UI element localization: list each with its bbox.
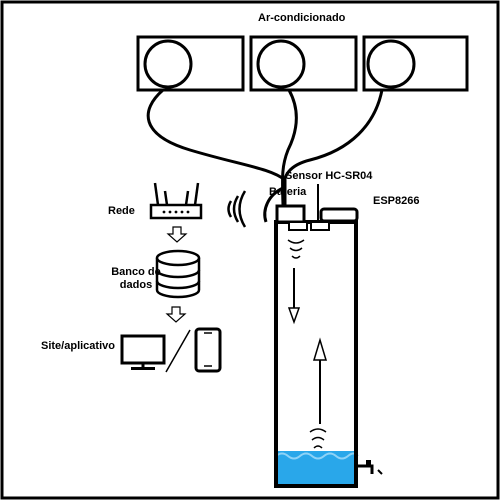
ac-title: Ar-condicionado: [258, 12, 346, 24]
router-label: Rede: [108, 205, 135, 217]
sensor-transducer-right: [310, 221, 330, 231]
pipe-right: [281, 89, 384, 191]
ac-unit-right: [362, 35, 469, 92]
arrow-down-signal: [287, 268, 301, 325]
ac-unit-left: [136, 35, 245, 92]
ultrasonic-waves: [287, 239, 327, 449]
smartphone-icon: [194, 327, 222, 373]
battery-icon: [275, 204, 306, 224]
database-label: Banco de dados: [110, 266, 162, 292]
database-icon: [155, 249, 201, 299]
sensor-label: Sensor HC-SR04: [285, 170, 373, 182]
arrow-down-icon: [166, 226, 188, 243]
database-label-line2: dados: [119, 279, 153, 291]
app-label: Site/aplicativo: [41, 340, 115, 352]
sensor-module: [275, 184, 359, 231]
wifi-signal-icon: [227, 190, 247, 228]
drain-pipes: [146, 88, 384, 223]
router-icon: [149, 182, 203, 220]
water-waves: [275, 452, 359, 460]
arrow-down-icon: [165, 306, 187, 323]
separator-slash: [165, 329, 191, 373]
esp8266-board: [319, 207, 359, 223]
database-label-line1: Banco de: [111, 266, 161, 278]
pipe-left: [146, 88, 287, 205]
battery-label: Bateria: [269, 186, 307, 198]
pipe-branch: [263, 186, 284, 223]
tap-icon: [356, 464, 374, 474]
arrow-up-signal: [312, 337, 328, 424]
water-tank: [274, 220, 383, 488]
ac-unit-center: [249, 35, 358, 92]
esp8266-label: ESP8266: [373, 195, 420, 207]
sensor-transducer-left: [288, 221, 308, 231]
monitor-icon: [120, 334, 166, 370]
